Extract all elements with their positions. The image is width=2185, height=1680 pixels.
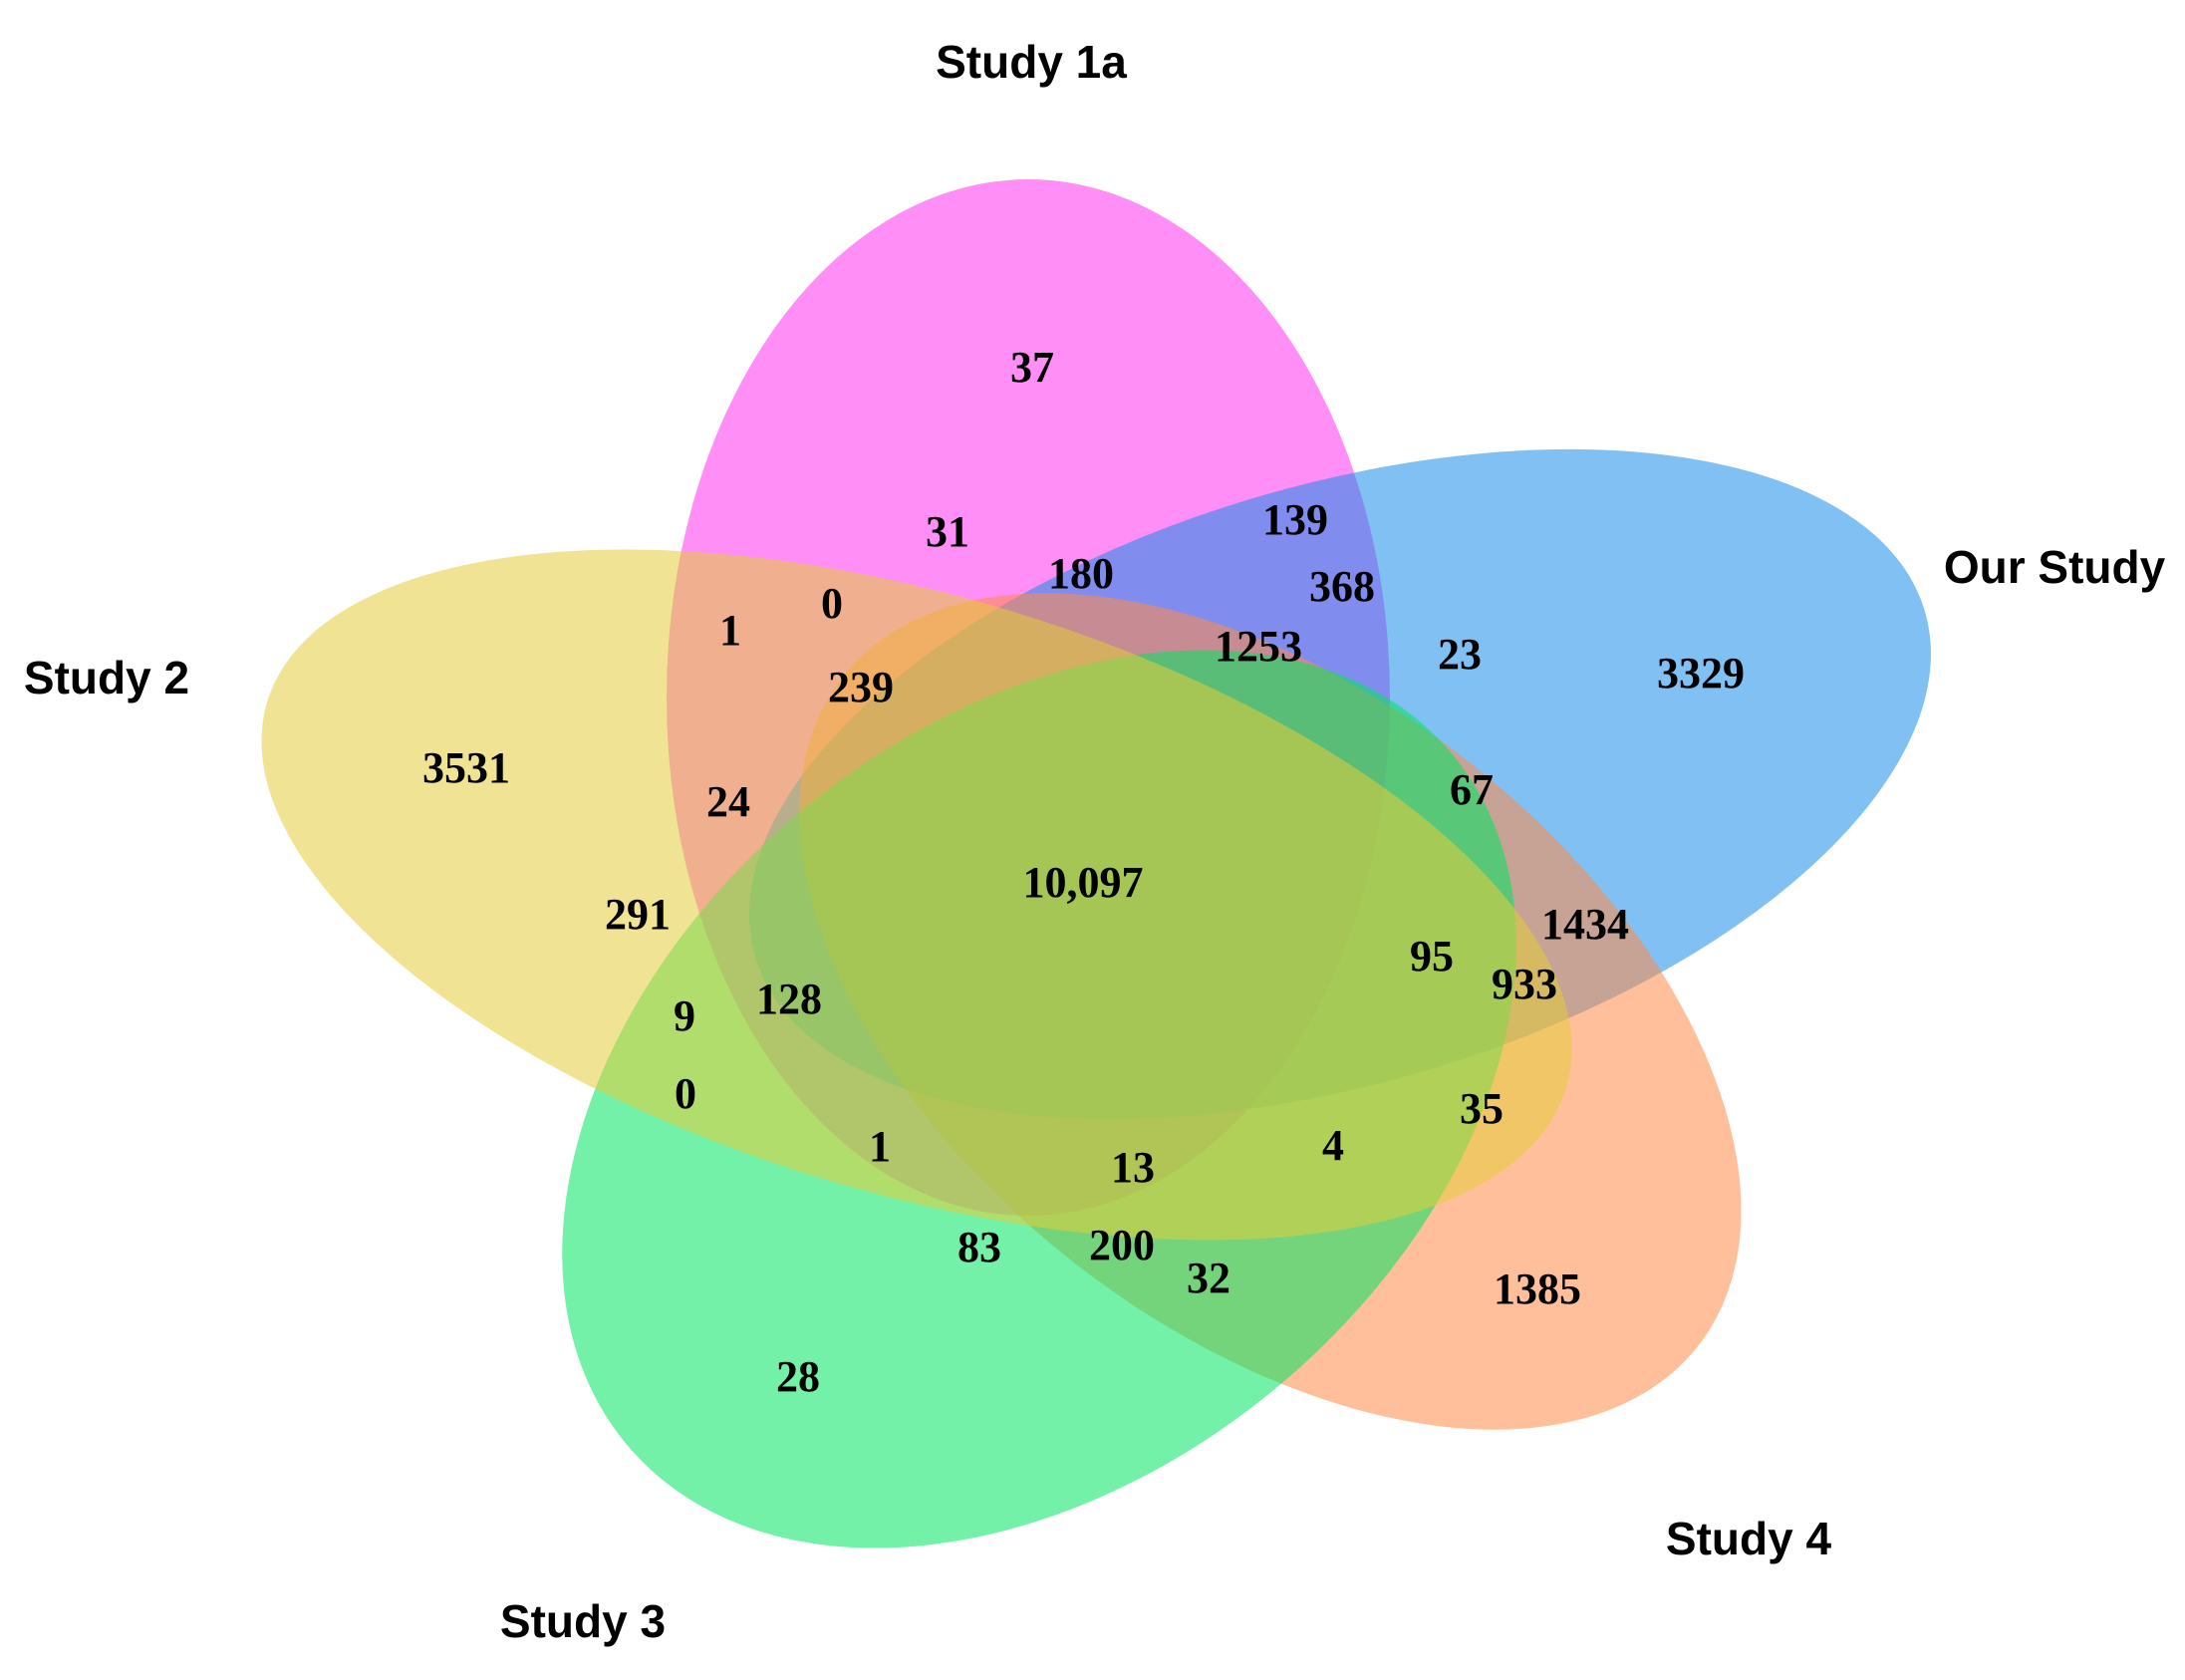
region-count: 1253 (1215, 622, 1302, 671)
set-label-study4: Study 4 (1666, 1513, 1832, 1564)
region-count: 83 (957, 1223, 1001, 1271)
region-count: 180 (1048, 549, 1114, 598)
region-count: 95 (1410, 932, 1454, 980)
region-count: 3531 (422, 743, 510, 792)
region-count: 4 (1322, 1121, 1344, 1170)
region-count: 1434 (1541, 900, 1629, 949)
region-count: 3329 (1657, 649, 1745, 698)
region-count: 37 (1010, 343, 1054, 392)
region-count: 128 (756, 975, 822, 1023)
region-count: 35 (1460, 1084, 1503, 1133)
region-count: 0 (675, 1069, 696, 1118)
set-label-study2: Study 2 (24, 652, 189, 703)
set-ellipses (261, 179, 1931, 1548)
region-count: 1385 (1494, 1264, 1581, 1313)
region-counts: 37 3329 1385 28 3531 31 139 180 368 0 1 … (422, 343, 1745, 1401)
region-count: 31 (926, 507, 969, 556)
region-count: 9 (674, 991, 695, 1040)
region-count: 10,097 (1023, 858, 1144, 907)
region-count: 1 (719, 606, 741, 655)
region-count: 32 (1187, 1254, 1230, 1302)
set-label-ourstudy: Our Study (1944, 541, 2166, 593)
region-count: 0 (821, 579, 843, 628)
set-label-study1a: Study 1a (936, 36, 1127, 88)
region-count: 239 (828, 663, 894, 711)
region-count: 139 (1262, 495, 1328, 544)
region-count: 28 (776, 1352, 820, 1401)
region-count: 291 (605, 890, 671, 939)
region-count: 200 (1089, 1221, 1155, 1269)
region-count: 1 (869, 1122, 891, 1171)
region-count: 368 (1309, 562, 1375, 611)
study2-ellipse (261, 549, 1572, 1241)
set-labels: Study 1a Our Study Study 4 Study 3 Study… (24, 36, 2166, 1647)
region-count: 24 (706, 777, 750, 826)
region-count: 13 (1111, 1143, 1155, 1192)
set-label-study3: Study 3 (500, 1595, 666, 1647)
region-count: 67 (1450, 765, 1494, 814)
region-count: 933 (1492, 960, 1557, 1008)
region-count: 23 (1438, 630, 1482, 679)
